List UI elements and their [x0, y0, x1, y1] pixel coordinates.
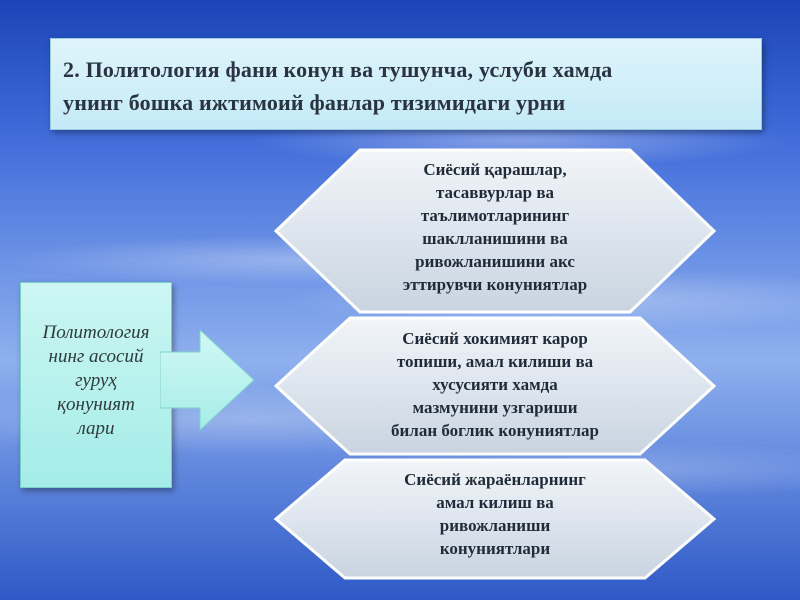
hexagon-3-line: конуниятлари	[439, 539, 551, 558]
left-box: Политология нинг асосий гуруҳ қонуният л…	[20, 282, 172, 488]
hexagon-2	[273, 316, 717, 456]
hexagon-1-text: Сиёсий қарашлар, тасаввурлар ва таълимот…	[330, 158, 660, 296]
hexagon-2-line: хусусияти хамда	[432, 375, 558, 394]
hexagon-3	[273, 458, 717, 580]
left-box-line-1: Политология	[42, 322, 150, 343]
hexagon-2-line: мазмунини узгариши	[412, 398, 578, 417]
hexagon-2-line: топиши, амал килиши ва	[396, 352, 594, 371]
hexagon-1-line: шаклланишини ва	[422, 229, 568, 248]
hexagon-1-line: эттирувчи конуниятлар	[402, 275, 588, 294]
hexagon-1-line: Сиёсий қарашлар,	[423, 160, 567, 179]
hexagon-2-line: Сиёсий хокимият карор	[402, 329, 588, 348]
title-line-2: унинг бошка ижтимоий фанлар тизимидаги у…	[63, 90, 566, 115]
hexagon-3-line: ривожланиши	[439, 516, 551, 535]
left-box-line-3: гуруҳ	[75, 370, 117, 391]
hexagon-3-line: амал килиш ва	[436, 493, 554, 512]
right-arrow-icon	[160, 330, 255, 430]
hexagon-1	[273, 148, 717, 314]
hexagon-3-text: Сиёсий жараёнларнинг амал килиш ва ривож…	[330, 468, 660, 560]
hexagon-3-line: Сиёсий жараёнларнинг	[404, 470, 586, 489]
hexagon-1-line: таълимотларининг	[420, 206, 570, 225]
title-line-1: 2. Политология фани конун ва тушунча, ус…	[63, 57, 613, 82]
hexagon-2-line: билан боглик конуниятлар	[391, 421, 599, 440]
hexagon-1-line: ривожланишини акс	[415, 252, 575, 271]
title-box: 2. Политология фани конун ва тушунча, ус…	[50, 38, 762, 130]
left-box-line-2: нинг асосий	[48, 346, 144, 367]
hexagon-2-text: Сиёсий хокимият карор топиши, амал килиш…	[330, 327, 660, 442]
hexagon-1-line: тасаввурлар ва	[435, 183, 555, 202]
left-box-line-4: қонуният	[57, 394, 135, 415]
left-box-line-5: лари	[77, 418, 115, 439]
